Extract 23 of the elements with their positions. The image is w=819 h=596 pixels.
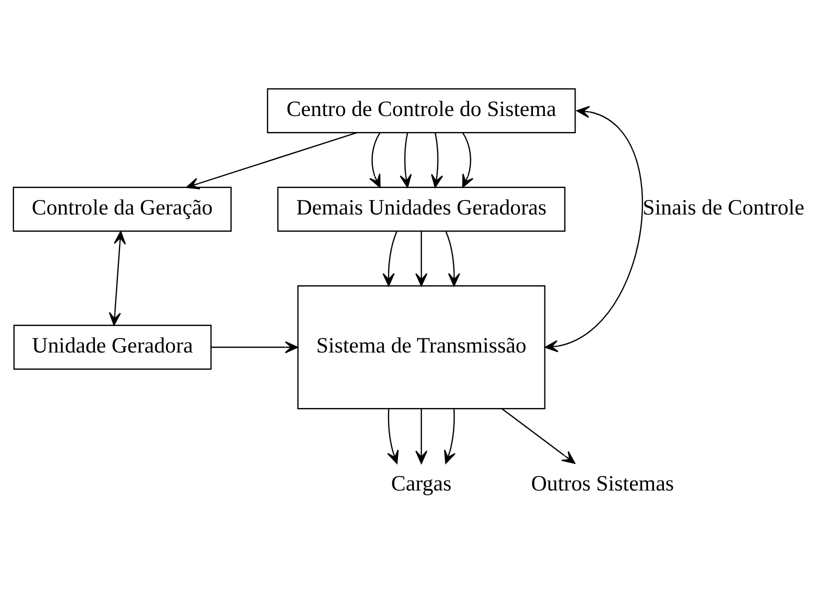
arrow [382,231,398,286]
edge-label: Sinais de Controle [642,196,804,220]
arrow [544,106,644,352]
node-box: Unidade Geradora [13,324,212,370]
arrow [431,132,444,188]
arrow [462,132,474,188]
arrow [369,132,381,188]
node-box: Centro de Controle do Sistema [266,88,576,134]
arrow [186,132,357,190]
node-box: Controle da Geração [12,186,232,232]
arrow [415,408,428,464]
node-text: Outros Sistemas [531,472,674,496]
arrow [445,231,460,286]
arrow [108,231,126,326]
arrow [444,408,456,464]
node-text: Cargas [391,472,452,496]
node-box: Sistema de Transmissão [297,285,546,410]
node-box: Demais Unidades Geradoras [277,186,566,232]
arrow [415,232,428,286]
arrow [387,408,399,464]
arrow [400,132,412,188]
arrow [502,408,576,464]
arrow [211,341,298,354]
